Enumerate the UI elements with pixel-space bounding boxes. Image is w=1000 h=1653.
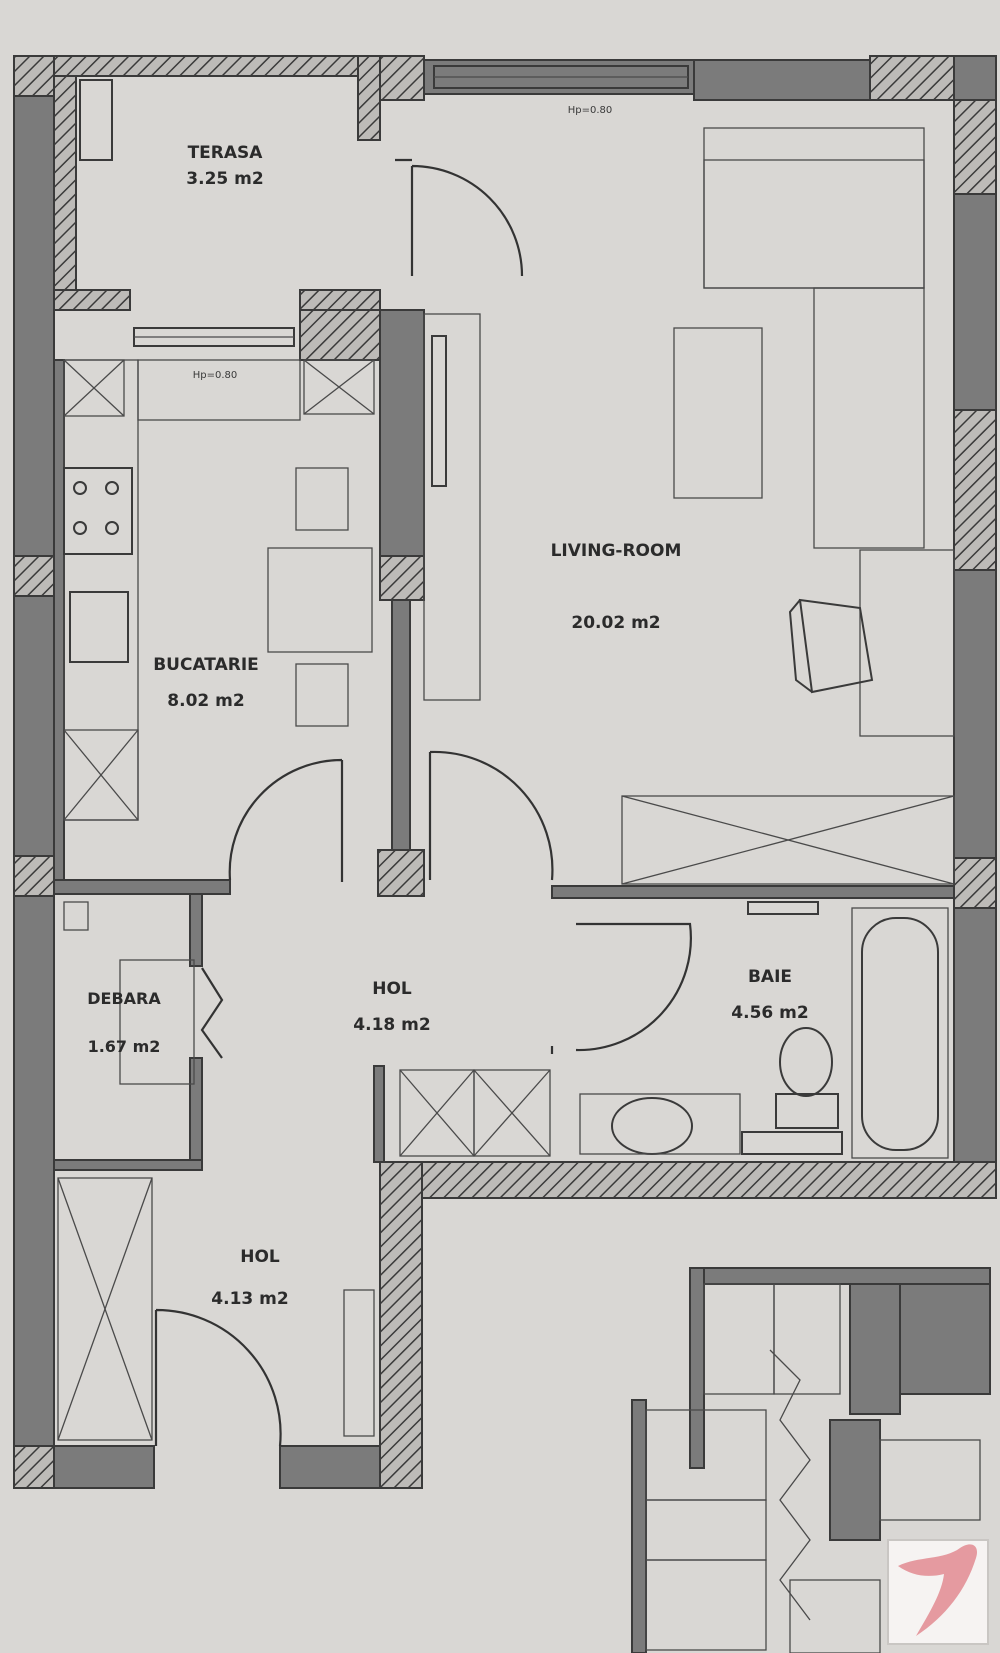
room-hol-1-name: HOL — [372, 979, 412, 999]
living-cabinet — [621, 795, 955, 885]
terrace-parapet-bottom — [53, 289, 131, 311]
room-living-name: LIVING-ROOM — [551, 541, 682, 561]
door-living — [428, 750, 554, 881]
room-hol-2-name: HOL — [240, 1247, 280, 1267]
wall-bath-bottom — [379, 1161, 997, 1199]
wall-hatch-left-low — [13, 855, 55, 897]
wall-top-corner-left — [379, 55, 425, 101]
terrace-parapet-bottom-right — [299, 289, 381, 311]
door-debara — [200, 967, 224, 1059]
door-kitchen — [228, 758, 344, 882]
bath-cabinet — [399, 1069, 475, 1157]
kitchen-counter — [63, 359, 139, 821]
wall-hatch-divider-bottom — [377, 849, 425, 897]
wall-kitchen-living-divider — [391, 599, 411, 851]
terrace-table — [79, 79, 113, 161]
wall-hall-living — [551, 885, 955, 899]
wall-debara-bottom — [53, 1159, 203, 1171]
room-baie-name: BAIE — [748, 967, 792, 987]
wall-kitchen-hall — [53, 879, 231, 895]
kitchen-stove — [63, 467, 133, 555]
living-table — [673, 327, 763, 499]
living-bed — [703, 127, 925, 289]
wall-kitchen-left — [53, 359, 65, 881]
room-hol-2-area: 4.13 m2 — [211, 1289, 288, 1309]
door-terrace — [410, 164, 524, 277]
room-debara-area: 1.67 m2 — [88, 1037, 161, 1056]
wall-hatch-right-mid — [953, 409, 997, 571]
room-living-area: 20.02 m2 — [571, 613, 660, 633]
bath-sink — [611, 1097, 693, 1155]
room-baie-area: 4.56 m2 — [731, 1003, 808, 1023]
terrace-parapet-top — [53, 55, 359, 77]
living-chair — [788, 598, 874, 694]
kitchen-window-note: Hp=0.80 — [193, 370, 238, 381]
wall-hatch-left-top — [13, 55, 55, 97]
room-hol-2: HOL 4.13 m2 — [211, 1247, 288, 1309]
wall-hatch-kitchen-right — [379, 555, 425, 601]
debara-shelf — [119, 959, 195, 1085]
room-bucatarie-name: BUCATARIE — [153, 655, 259, 675]
wall-hatch-left-bottom — [13, 1445, 55, 1489]
wall-kitchen-top-right — [299, 309, 381, 361]
debara-corner — [63, 901, 89, 931]
hall-shelf — [343, 1289, 375, 1437]
wall-hall-right — [379, 1161, 423, 1489]
kitchen-table — [267, 547, 373, 653]
room-living: LIVING-ROOM 20.02 m2 — [551, 541, 682, 633]
room-hol-1: HOL 4.18 m2 — [353, 979, 430, 1035]
wall-top-living-solid — [693, 59, 871, 101]
wall-top-corner-right — [869, 55, 955, 101]
bird-logo-icon — [887, 1539, 989, 1645]
kitchen-chair-top — [295, 467, 349, 531]
living-desk — [859, 549, 955, 737]
wall-left-outer — [13, 55, 55, 1489]
bath-tub — [851, 907, 949, 1159]
room-debara-name: DEBARA — [87, 989, 161, 1008]
wall-debara-right — [189, 893, 203, 967]
wall-hatch-right-low — [953, 857, 997, 909]
living-window-note: Hp=0.80 — [568, 105, 613, 116]
wall-bath-left — [373, 1065, 385, 1163]
living-tv-unit — [423, 313, 481, 701]
bath-toilet — [779, 1027, 833, 1097]
terrace-parapet-right — [357, 55, 381, 141]
room-debara: DEBARA 1.67 m2 — [87, 989, 161, 1056]
room-bucatarie: BUCATARIE 8.02 m2 — [153, 655, 259, 711]
wall-bottom-left — [53, 1445, 155, 1489]
site-plan-inset — [631, 1267, 991, 1653]
kitchen-fridge — [63, 729, 139, 821]
door-entrance — [154, 1308, 282, 1447]
kitchen-counter-top — [137, 359, 301, 421]
room-terasa-area: 3.25 m2 — [186, 169, 263, 189]
wall-hatch-left-mid — [13, 555, 55, 597]
wall-kitchen-right — [379, 309, 425, 557]
room-terasa-name: TERASA — [188, 143, 264, 163]
wall-hatch-right-top — [953, 99, 997, 195]
bath-vent — [747, 901, 819, 915]
living-sofa — [813, 287, 925, 549]
kitchen-chair-bottom — [295, 663, 349, 727]
hall-wardrobe — [57, 1177, 153, 1441]
terrace-parapet-left — [53, 55, 77, 311]
wall-debara-right-low — [189, 1057, 203, 1169]
wall-bottom-right — [279, 1445, 381, 1489]
room-bucatarie-area: 8.02 m2 — [167, 691, 244, 711]
kitchen-sink — [69, 591, 129, 663]
room-baie: BAIE 4.56 m2 — [731, 967, 808, 1023]
room-terasa: TERASA 3.25 m2 — [186, 143, 263, 189]
door-bath — [550, 922, 692, 1054]
room-hol-1-area: 4.18 m2 — [353, 1015, 430, 1035]
wall-right-outer — [953, 55, 997, 1163]
